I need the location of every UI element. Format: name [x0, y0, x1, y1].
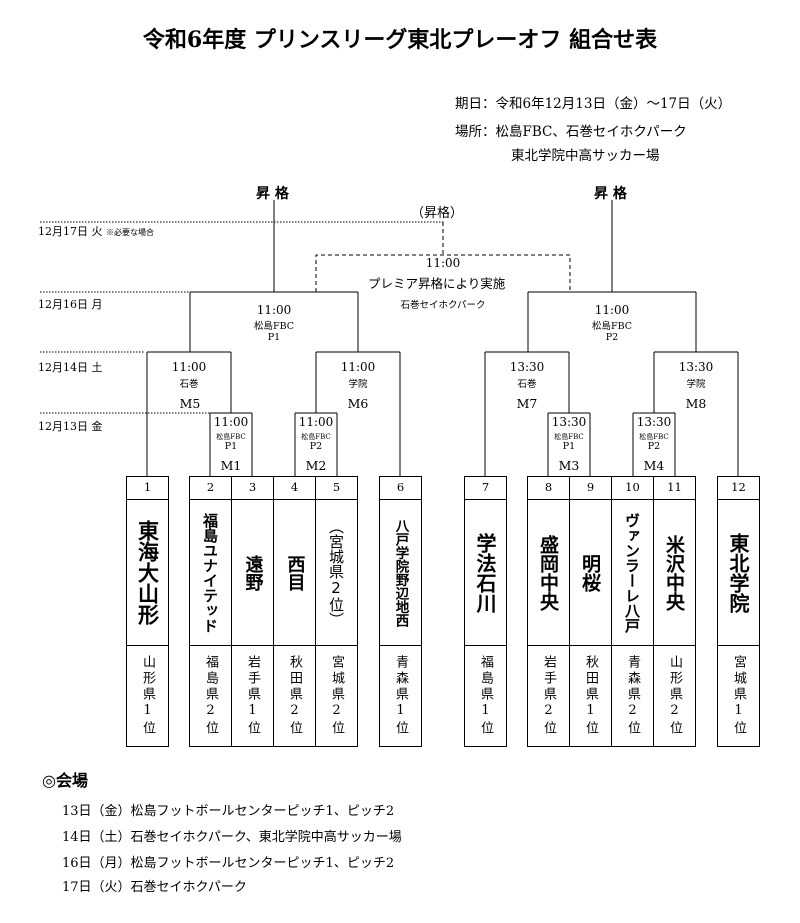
- m6-time: 11:00: [340, 360, 376, 374]
- m2-venue: 松島FBC: [301, 433, 331, 441]
- m3-code: M3: [558, 458, 580, 473]
- team-prefecture: 秋田県1位: [569, 645, 612, 747]
- team-number: 1: [126, 476, 169, 500]
- team-number: 9: [569, 476, 612, 500]
- m6-venue: 学院: [348, 379, 368, 390]
- team-prefecture: 山形県2位: [653, 645, 696, 747]
- p2-time: 11:00: [594, 303, 630, 317]
- date-dec14: 12月14日 土: [38, 361, 103, 374]
- m8-venue: 学院: [686, 379, 706, 390]
- team-name: 西目: [273, 499, 316, 646]
- promotion-center: （昇格）: [411, 206, 464, 221]
- m6-code: M6: [347, 396, 369, 411]
- venue-heading: ◎会場: [42, 771, 88, 790]
- team-number: 8: [527, 476, 570, 500]
- team-prefecture: 宮城県1位: [717, 645, 760, 747]
- team-prefecture: 福島県2位: [189, 645, 232, 747]
- m7-code: M7: [516, 396, 538, 411]
- m4-time: 13:30: [636, 415, 672, 429]
- premier-text: プレミア昇格により実施: [368, 276, 506, 291]
- venue-line: 13日（金）松島フットボールセンターピッチ1、ピッチ2: [62, 804, 395, 819]
- schedule-dates: 期日：令和6年12月13日（金）～17日（火）: [455, 96, 732, 112]
- venue-line: 14日（土）石巻セイホクパーク、東北学院中高サッカー場: [62, 830, 402, 845]
- m4-code: M4: [643, 458, 665, 473]
- m8-code: M8: [685, 396, 707, 411]
- team-name: 福島ユナイテッド: [189, 499, 232, 646]
- team-number: 7: [464, 476, 507, 500]
- date-dec16: 12月16日 月: [38, 298, 103, 311]
- venue-line: 16日（月）松島フットボールセンターピッチ1、ピッチ2: [62, 856, 395, 871]
- venue-line: 17日（火）石巻セイホクパーク: [62, 880, 247, 895]
- page-title: 令和6年度 プリンスリーグ東北プレーオフ 組合せ表: [142, 27, 658, 53]
- team-number: 2: [189, 476, 232, 500]
- m3-time: 13:30: [551, 415, 587, 429]
- team-prefecture: 青森県2位: [611, 645, 654, 747]
- team-number: 4: [273, 476, 316, 500]
- m1-venue: 松島FBC: [216, 433, 246, 441]
- m8-time: 13:30: [678, 360, 714, 374]
- schedule-place: 場所：松島FBC、石巻セイホクパーク: [455, 124, 687, 140]
- m7-venue: 石巻: [517, 379, 537, 390]
- p2-code: P2: [605, 332, 619, 343]
- team-number: 11: [653, 476, 696, 500]
- m3-pitch: P1: [562, 441, 576, 452]
- m1-pitch: P1: [224, 441, 238, 452]
- team-name: 学法石川: [464, 499, 507, 646]
- m4-pitch: P2: [647, 441, 661, 452]
- team-name: （宮城県2位）: [315, 499, 358, 646]
- date-dec13: 12月13日 金: [38, 420, 103, 433]
- team-name: 八戸学院野辺地西: [379, 499, 422, 646]
- team-number: 3: [231, 476, 274, 500]
- m5-code: M5: [179, 396, 201, 411]
- p1-code: P1: [267, 332, 281, 343]
- m3-venue: 松島FBC: [554, 433, 584, 441]
- team-number: 10: [611, 476, 654, 500]
- team-prefecture: 岩手県1位: [231, 645, 274, 747]
- team-prefecture: 福島県1位: [464, 645, 507, 747]
- m1-time: 11:00: [213, 415, 249, 429]
- p1-venue: 松島FBC: [253, 321, 295, 332]
- team-number: 5: [315, 476, 358, 500]
- team-name: 米沢中央: [653, 499, 696, 646]
- team-prefecture: 青森県1位: [379, 645, 422, 747]
- m2-time: 11:00: [298, 415, 334, 429]
- team-name: 明桜: [569, 499, 612, 646]
- promotion-left: 昇 格: [256, 186, 289, 202]
- team-name: 東海大山形: [126, 499, 169, 646]
- team-prefecture: 秋田県2位: [273, 645, 316, 747]
- premier-venue: 石巻セイホクパーク: [400, 300, 486, 311]
- m1-code: M1: [220, 458, 242, 473]
- schedule-place-2: 東北学院中高サッカー場: [511, 148, 660, 164]
- team-name: 盛岡中央: [527, 499, 570, 646]
- p2-venue: 松島FBC: [591, 321, 633, 332]
- m5-venue: 石巻: [179, 379, 199, 390]
- p1-time: 11:00: [256, 303, 292, 317]
- m4-venue: 松島FBC: [639, 433, 669, 441]
- team-prefecture: 山形県1位: [126, 645, 169, 747]
- team-number: 12: [717, 476, 760, 500]
- m7-time: 13:30: [509, 360, 545, 374]
- team-prefecture: 岩手県2位: [527, 645, 570, 747]
- team-name: 遠野: [231, 499, 274, 646]
- date-note: ※必要な場合: [106, 228, 154, 237]
- m2-code: M2: [305, 458, 327, 473]
- date-dec17: 12月17日 火 ※必要な場合: [38, 225, 154, 238]
- m5-time: 11:00: [171, 360, 207, 374]
- m2-pitch: P2: [309, 441, 323, 452]
- team-number: 6: [379, 476, 422, 500]
- team-prefecture: 宮城県2位: [315, 645, 358, 747]
- team-name: ヴァンラーレ八戸: [611, 499, 654, 646]
- team-name: 東北学院: [717, 499, 760, 646]
- premier-time: 11:00: [425, 256, 461, 270]
- promotion-right: 昇 格: [594, 186, 627, 202]
